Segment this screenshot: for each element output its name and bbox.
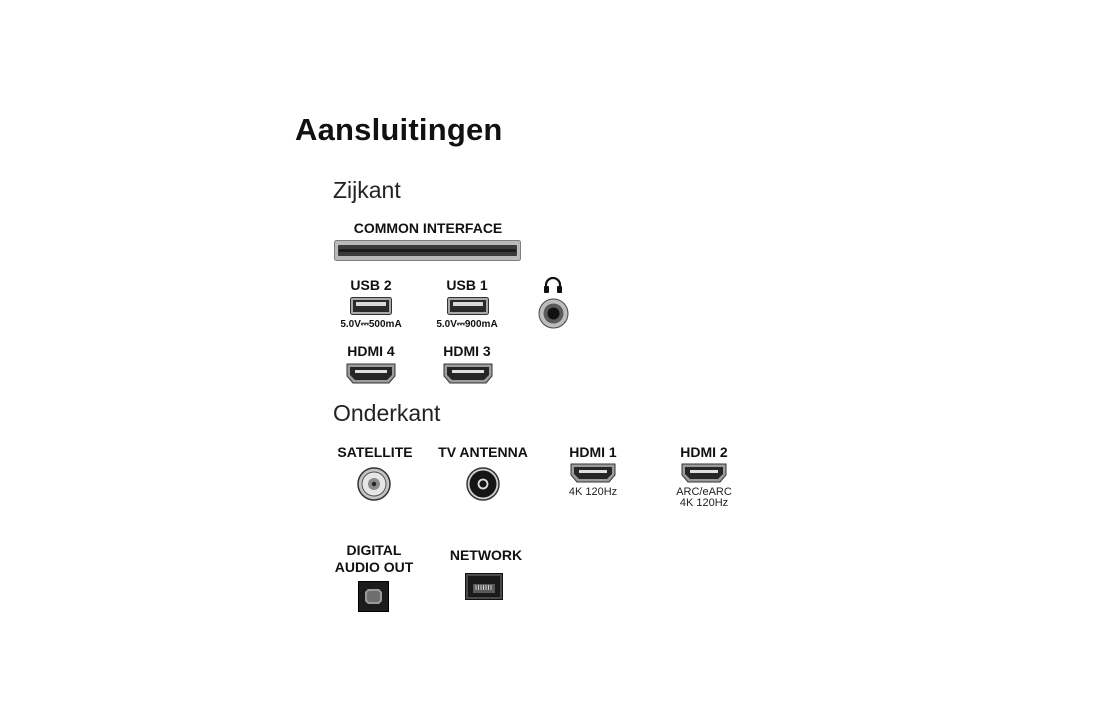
hdmi1-label: HDMI 1 <box>569 444 617 460</box>
usb-port-icon <box>447 297 489 315</box>
hdmi4-label: HDMI 4 <box>347 343 395 359</box>
network-label: NETWORK <box>449 547 523 563</box>
hdmi3-label: HDMI 3 <box>443 343 491 359</box>
digital-audio-label-line1: DIGITAL <box>346 542 402 558</box>
common-interface-slot-icon <box>334 240 521 261</box>
headphone-jack-icon <box>538 298 569 329</box>
tv-antenna-label: TV ANTENNA <box>438 444 528 460</box>
hdmi2-spec-arc: ARC/eARC <box>676 486 732 498</box>
usb2-label: USB 2 <box>350 277 392 293</box>
hdmi-port-icon <box>346 363 396 384</box>
satellite-connector-icon <box>357 467 391 501</box>
section-heading-bottom: Onderkant <box>333 400 441 426</box>
antenna-connector-icon <box>466 467 500 501</box>
hdmi-port-icon <box>681 463 727 483</box>
hdmi-port-icon <box>570 463 616 483</box>
usb1-label: USB 1 <box>446 277 488 293</box>
usb2-spec: 5.0V⎓500mA <box>340 319 402 330</box>
common-interface-label: COMMON INTERFACE <box>353 220 503 236</box>
optical-port-icon <box>358 581 389 612</box>
headphone-icon <box>543 276 563 294</box>
section-heading-side: Zijkant <box>333 177 401 203</box>
hdmi1-spec: 4K 120Hz <box>568 486 618 498</box>
usb1-spec: 5.0V⎓900mA <box>436 319 498 330</box>
digital-audio-label-line2: AUDIO OUT <box>334 559 414 575</box>
satellite-label: SATELLITE <box>337 444 413 460</box>
page-title: Aansluitingen <box>295 112 503 147</box>
usb-port-icon <box>350 297 392 315</box>
hdmi-port-icon <box>443 363 493 384</box>
hdmi2-label: HDMI 2 <box>680 444 728 460</box>
ethernet-port-icon <box>465 573 503 600</box>
hdmi2-spec-resolution: 4K 120Hz <box>679 497 729 509</box>
